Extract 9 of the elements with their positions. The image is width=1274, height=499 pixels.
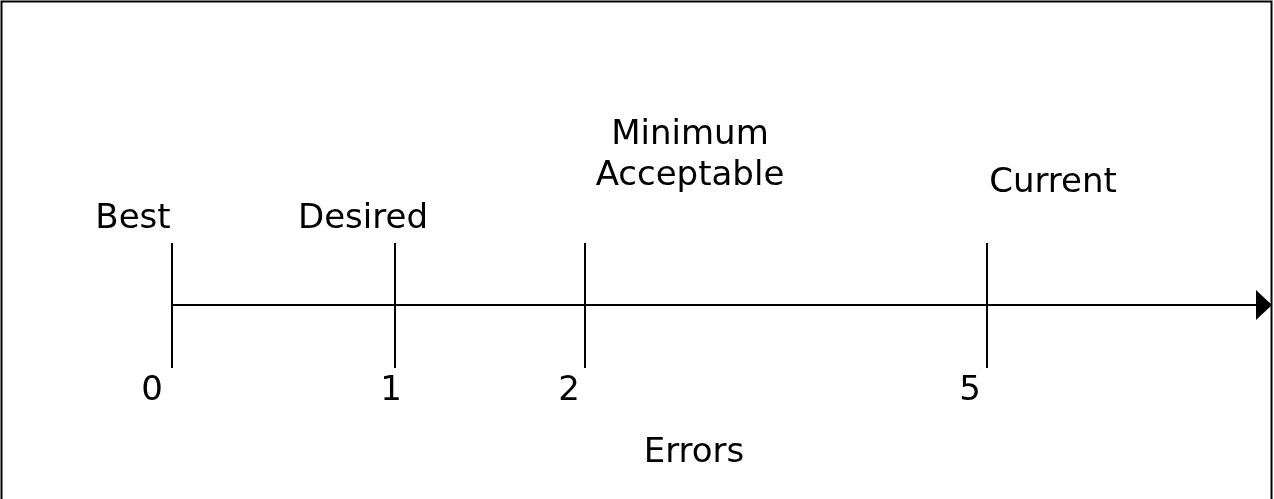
axis-value: 1 bbox=[380, 368, 402, 409]
tick-label: Best bbox=[95, 196, 171, 237]
axis-title: Errors bbox=[643, 430, 745, 471]
tick-label: Minimum Acceptable bbox=[594, 112, 786, 194]
tick-label: Current bbox=[989, 160, 1117, 201]
axis-value: 2 bbox=[558, 368, 580, 409]
axis-value: 0 bbox=[141, 368, 163, 409]
tick-label: Desired bbox=[298, 196, 428, 237]
axis-value: 5 bbox=[959, 368, 981, 409]
